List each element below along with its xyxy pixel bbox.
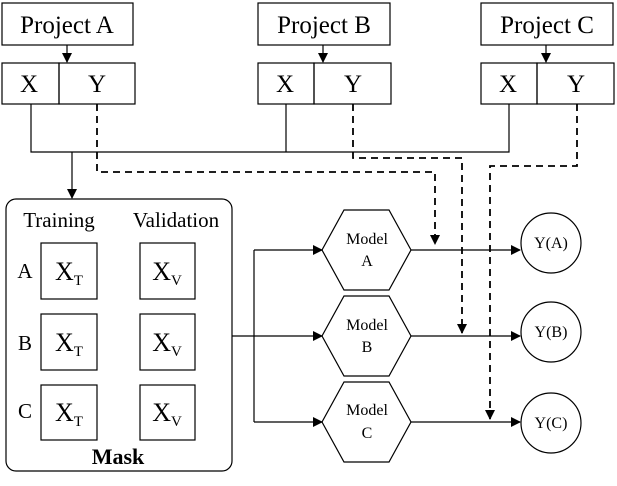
mask-a-train-cell — [40, 242, 98, 300]
output-c: Y(C) — [520, 392, 582, 454]
mask-b-val-cell — [139, 313, 196, 371]
model-a-label-1: Model — [346, 231, 388, 248]
model-a: Model A — [321, 209, 412, 291]
mask-validation-header: Validation — [133, 208, 220, 232]
mask-b-train-text: XT — [55, 328, 83, 360]
output-b-circle — [520, 301, 582, 363]
project-a: Project A X Y — [1, 2, 136, 105]
output-c-circle — [520, 392, 582, 454]
mask-row-b-label: B — [18, 331, 32, 355]
project-b-x-label: X — [276, 71, 294, 98]
mask-c-val-cell — [139, 384, 196, 441]
model-c-hexagon — [321, 381, 412, 463]
mask-b-val-text: XV — [152, 328, 182, 360]
project-a-y-label: Y — [88, 71, 106, 98]
y-label-lines — [96, 104, 578, 420]
project-c-y-cell — [536, 62, 615, 105]
model-b-label-1: Model — [346, 317, 388, 334]
mask-c-train-cell — [40, 384, 98, 441]
model-c-label-2: C — [362, 425, 373, 442]
model-c-label-1: Model — [346, 402, 388, 419]
mask-panel: Training Validation A B C XT XV XT XV XT… — [5, 198, 233, 472]
mask-title: Mask — [92, 444, 145, 469]
mask-b-train-cell — [40, 313, 98, 371]
output-c-label: Y(C) — [535, 415, 568, 432]
project-a-x-label: X — [20, 71, 38, 98]
project-c-title-box — [480, 2, 614, 46]
model-b-hexagon — [321, 295, 412, 377]
x-bus-line — [30, 104, 510, 153]
mask-a-val-text: XV — [152, 257, 182, 289]
output-b: Y(B) — [520, 301, 582, 363]
model-a-label-2: A — [361, 253, 373, 270]
project-c-title: Project C — [500, 12, 594, 39]
project-b: Project B X Y — [257, 2, 392, 105]
output-a: Y(A) — [520, 212, 582, 274]
project-c: Project C X Y — [480, 2, 615, 105]
mask-a-train-text: XT — [55, 257, 83, 289]
mask-to-models-lines — [232, 245, 323, 427]
x-collection-lines — [30, 104, 510, 199]
mask-box — [5, 198, 233, 472]
project-b-title-box — [257, 2, 391, 46]
mask-training-header: Training — [23, 208, 95, 232]
output-a-circle — [520, 212, 582, 274]
mask-c-val-text: XV — [152, 398, 182, 430]
output-a-label: Y(A) — [534, 235, 568, 252]
output-b-label: Y(B) — [535, 324, 568, 341]
model-to-output-lines — [411, 245, 521, 427]
mask-c-train-text: XT — [55, 398, 83, 430]
project-a-title: Project A — [20, 12, 114, 39]
mask-a-val-cell — [139, 242, 196, 300]
model-b: Model B — [321, 295, 412, 377]
mask-row-a-label: A — [17, 259, 33, 283]
model-c: Model C — [321, 381, 412, 463]
model-a-hexagon — [321, 209, 412, 291]
model-b-label-2: B — [362, 339, 373, 356]
project-b-title: Project B — [277, 12, 371, 39]
mask-row-c-label: C — [18, 399, 32, 423]
project-b-y-label: Y — [344, 71, 362, 98]
y-b-dashed-arrow — [352, 104, 467, 334]
project-c-x-label: X — [499, 71, 517, 98]
y-c-dashed-arrow — [485, 104, 578, 420]
project-c-y-label: Y — [567, 71, 585, 98]
